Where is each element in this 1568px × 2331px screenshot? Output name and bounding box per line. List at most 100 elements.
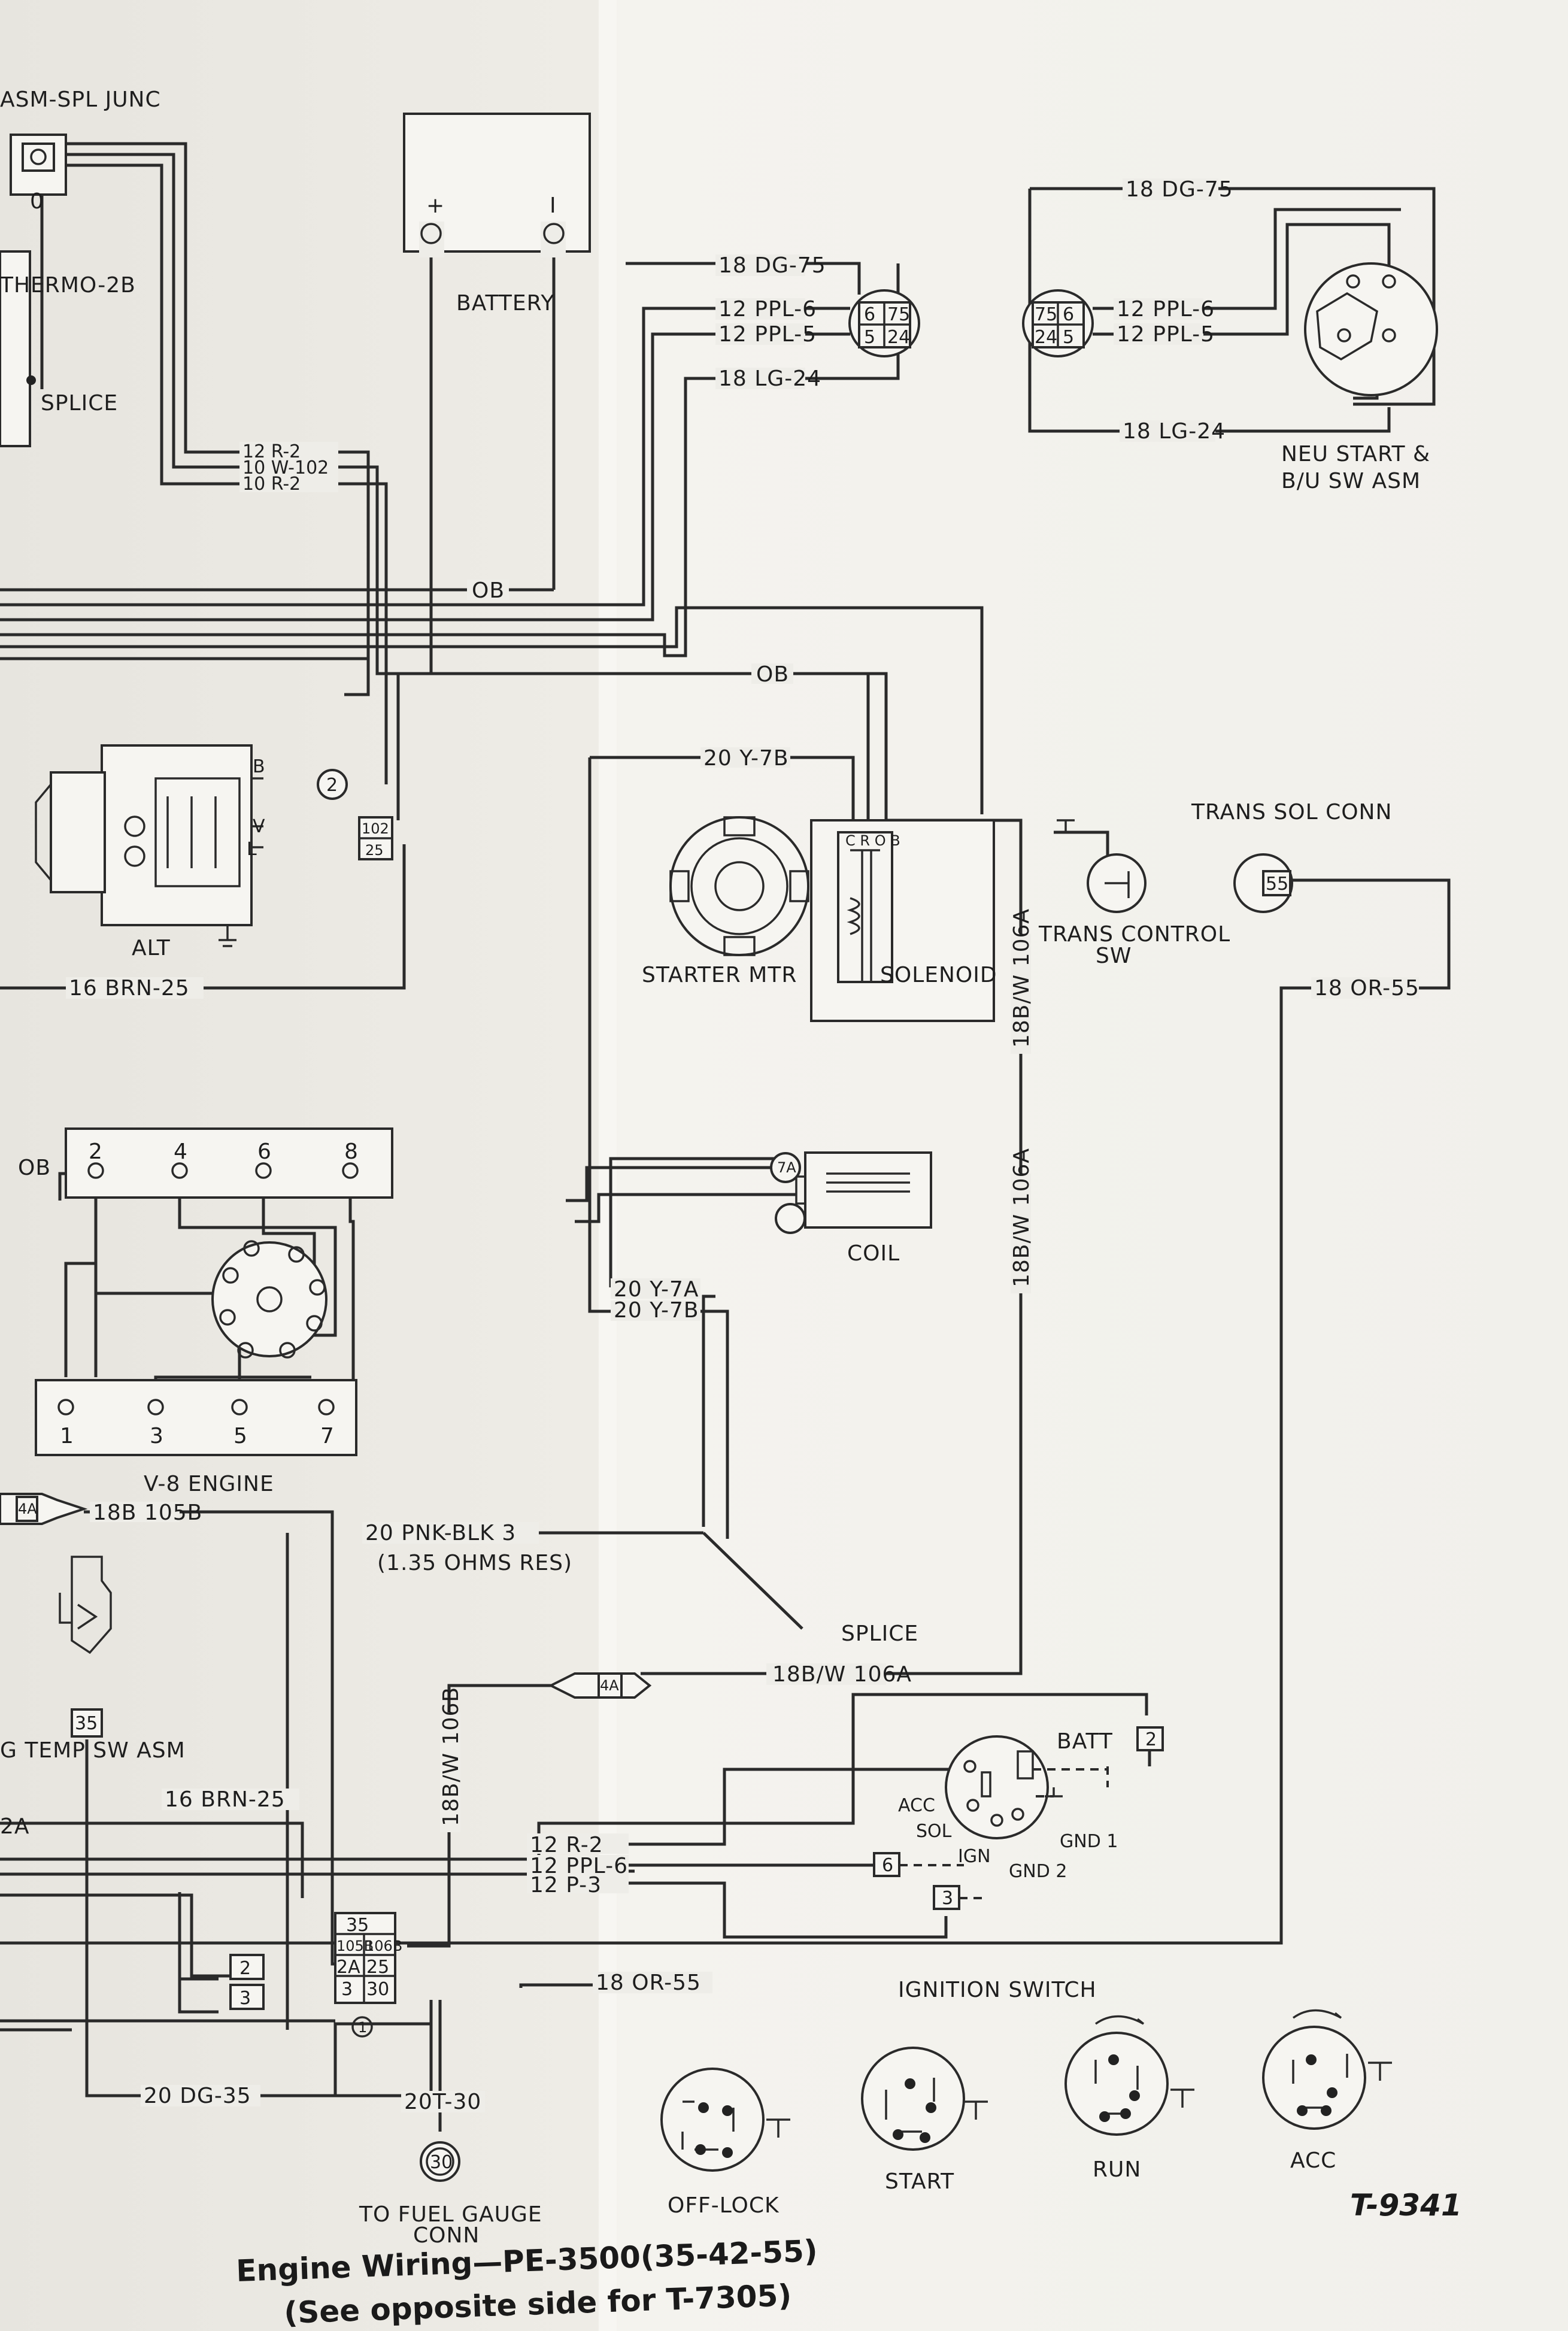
coil-label: COIL <box>847 1241 900 1266</box>
splice-label-top: SPLICE <box>41 391 118 416</box>
fuel-gauge-label-1: TO FUEL GAUGE <box>359 2202 542 2227</box>
v8-engine-label: V-8 ENGINE <box>144 1472 274 1496</box>
acc-label: ACC <box>898 1795 935 1816</box>
bulkhead-number: 1 <box>358 2019 367 2036</box>
wire-ob-3: OB <box>18 1156 51 1180</box>
alt-label: ALT <box>132 936 171 960</box>
cyl-2: 2 <box>89 1139 103 1164</box>
pin-6-right: 6 <box>1063 304 1074 325</box>
pin-25-label: 25 <box>365 842 384 859</box>
battery-plus: + <box>426 193 445 218</box>
wire-w102: 10 W-102 <box>242 457 329 478</box>
solenoid-terminals: C R O B <box>845 832 900 849</box>
pin-2-side: 2 <box>239 1958 251 1979</box>
wire-brn25-top: 16 BRN-25 <box>69 976 190 1001</box>
alt-b-label: B <box>253 756 265 777</box>
trans-control-label-1: TRANS CONTROL <box>1038 922 1230 947</box>
gnd1-label: GND 1 <box>1060 1831 1118 1852</box>
wire-or55-top: 18 OR-55 <box>1314 976 1420 1001</box>
pin-5-left: 5 <box>864 327 875 348</box>
ignition-switch-label: IGNITION SWITCH <box>898 1978 1097 2002</box>
pin-105b-bulk: 105B <box>336 1938 374 1954</box>
cyl-7: 7 <box>320 1424 335 1448</box>
solenoid-label: SOLENOID <box>880 963 997 987</box>
wire-bw106a-v1: 18B/W 106A <box>1009 908 1034 1048</box>
pin-3-side: 3 <box>239 1988 251 2009</box>
pin-2a-bulk: 2A <box>336 1957 360 1978</box>
pos-acc-label: ACC <box>1290 2148 1336 2173</box>
batt-label: BATT <box>1057 1729 1113 1754</box>
wire-bw106b: 18B/W 106B <box>439 1687 463 1826</box>
sol-label: SOL <box>916 1821 952 1842</box>
cyl-4: 4 <box>174 1139 188 1164</box>
pin-5-right: 5 <box>1063 327 1074 348</box>
battery-minus: I <box>550 193 557 218</box>
asm-spl-junction <box>0 134 67 447</box>
wire-r2-low: 12 R-2 <box>530 1833 603 1857</box>
wire-resistance-note: (1.35 OHMS RES) <box>377 1551 572 1575</box>
wire-brn25-low: 16 BRN-25 <box>165 1787 286 1812</box>
wire-lg24-right: 18 LG-24 <box>1123 419 1226 444</box>
neu-start-label-2: B/U SW ASM <box>1281 469 1421 493</box>
wire-or55-low: 18 OR-55 <box>596 1971 701 1995</box>
splice-label-mid: SPLICE <box>841 1621 918 1646</box>
pos-run-label: RUN <box>1093 2157 1141 2182</box>
fuel-gauge-label-2: CONN <box>413 2223 480 2248</box>
wire-ppl5-right: 12 PPL-5 <box>1117 322 1215 347</box>
alt-l-label: L <box>247 839 257 860</box>
wire-2a: 2A <box>0 1814 30 1839</box>
wire-bw106a-v2: 18B/W 106A <box>1009 1148 1034 1287</box>
trans-control-switch <box>1057 819 1147 913</box>
switch-position-acc-icon <box>1262 2009 1392 2130</box>
pin-30-fuel: 30 <box>430 2152 453 2173</box>
pin-24-right: 24 <box>1035 327 1057 348</box>
wire-y7b-top: 20 Y-7B <box>703 746 789 771</box>
connector-4a-left <box>0 1493 88 1525</box>
wire-ppl6-right: 12 PPL-6 <box>1117 297 1215 322</box>
neu-connector-right <box>1022 289 1094 357</box>
battery-label: BATTERY <box>456 291 554 316</box>
pin-35-temp: 35 <box>75 1713 98 1734</box>
wire-lg24-left: 18 LG-24 <box>718 366 821 391</box>
bulkhead-connector <box>229 1912 396 2038</box>
temp-sw-label: G TEMP SW ASM <box>0 1738 186 1763</box>
neu-connector-left <box>848 289 920 357</box>
connector-2-label: 2 <box>326 775 338 796</box>
ign-pin-2: 2 <box>1145 1729 1157 1750</box>
wire-r2-10: 10 R-2 <box>242 474 301 495</box>
solenoid <box>810 819 995 1022</box>
pos-start-label: START <box>885 2169 954 2194</box>
temp-switch <box>59 1556 112 1738</box>
fuel-gauge-connector <box>420 2141 460 2182</box>
pin-24-left: 24 <box>887 327 910 348</box>
junction-number: 0 <box>30 189 44 214</box>
switch-position-off-lock-icon <box>660 2068 790 2172</box>
switch-position-start-icon <box>861 2047 988 2151</box>
wire-ppl6-low: 12 PPL-6 <box>530 1854 628 1878</box>
ignition-switch <box>873 1726 1164 1910</box>
caption-line-2: (See opposite side for T-7305) <box>283 2278 792 2330</box>
pin-55-label: 55 <box>1266 874 1288 895</box>
cyl-5: 5 <box>233 1424 248 1448</box>
trans-control-label-2: SW <box>1096 944 1132 968</box>
ign-pin-3: 3 <box>942 1888 953 1909</box>
wire-ob-2: OB <box>756 662 789 687</box>
pin-25-bulk: 25 <box>366 1957 389 1978</box>
cyl-6: 6 <box>257 1139 272 1164</box>
wire-ob-1: OB <box>472 578 505 603</box>
trans-sol-conn-label: TRANS SOL CONN <box>1191 800 1392 825</box>
alternator <box>35 744 263 947</box>
diagram-reference: T-9341 <box>1350 2188 1462 2223</box>
wire-p3: 12 P-3 <box>530 1873 602 1897</box>
wire-dg75-left: 18 DG-75 <box>718 253 826 278</box>
ign-pin-6: 6 <box>882 1855 893 1876</box>
ign-label: IGN <box>958 1846 991 1867</box>
pin-7a-label: 7A <box>777 1159 796 1176</box>
starter-motor <box>669 816 809 956</box>
pin-75-right: 75 <box>1035 304 1057 325</box>
battery <box>403 113 591 257</box>
gnd2-label: GND 2 <box>1009 1861 1067 1882</box>
wire-y7b-mid: 20 Y-7B <box>614 1298 699 1323</box>
